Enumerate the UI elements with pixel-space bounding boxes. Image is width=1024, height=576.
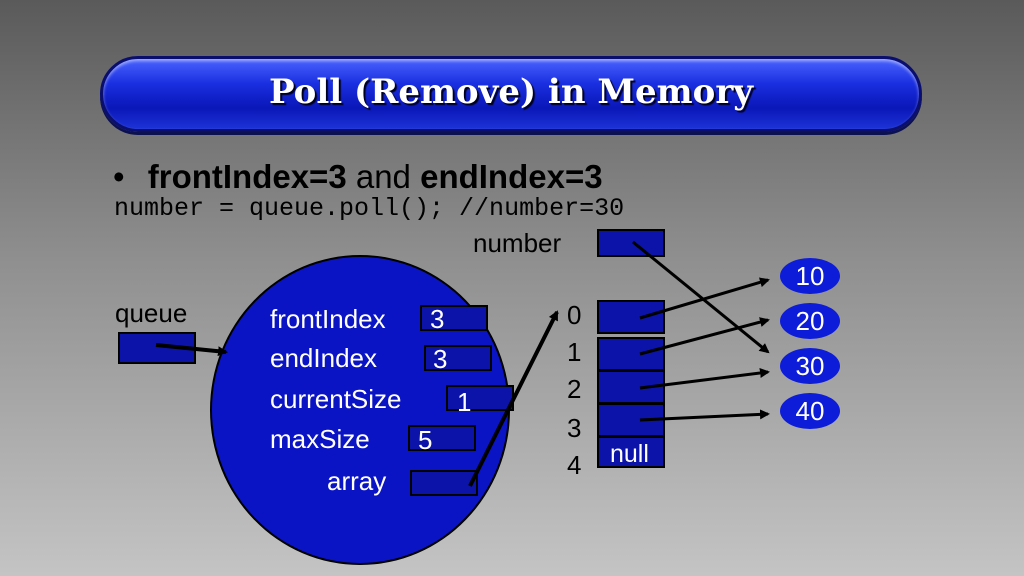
field-box-end-index	[424, 345, 492, 371]
field-value-max-size: 5	[418, 425, 433, 455]
arrow-cell2-to-30	[639, 368, 770, 390]
value-node-30: 30	[780, 348, 840, 384]
field-box-front-index	[420, 305, 488, 331]
value-node-40: 40	[780, 393, 840, 429]
bullet-and: and	[346, 158, 421, 195]
code-line: number = queue.poll(); //number=30	[114, 194, 625, 223]
array-null-label: null	[610, 440, 649, 468]
bullet-end-index: endIndex=3	[420, 158, 603, 195]
arrow-queue-to-object	[155, 343, 228, 357]
array-cell-0	[597, 300, 665, 334]
arrow-number-to-30	[632, 240, 770, 354]
array-index-2: 2	[567, 374, 582, 404]
arrow-cell0-to-10	[639, 277, 770, 320]
arrow-array-to-cells	[468, 310, 559, 487]
field-label-array: array	[327, 466, 387, 496]
slide-title: Poll (Remove) in Memory	[268, 72, 753, 112]
field-label-max-size: maxSize	[270, 424, 370, 454]
field-box-array	[410, 470, 478, 496]
arrow-cell3-to-40	[639, 409, 770, 422]
field-label-current-size: currentSize	[270, 384, 402, 414]
field-box-max-size	[408, 425, 476, 451]
bullet-line: • frontIndex=3 and endIndex=3	[113, 158, 603, 196]
number-label: number	[473, 228, 562, 258]
title-banner	[100, 56, 922, 132]
field-value-current-size: 1	[457, 387, 472, 417]
value-node-10: 10	[780, 258, 840, 294]
field-label-front-index: frontIndex	[270, 304, 386, 334]
field-label-end-index: endIndex	[270, 343, 377, 373]
array-index-1: 1	[567, 337, 582, 367]
number-box	[597, 229, 665, 257]
array-index-4: 4	[567, 450, 582, 480]
array-cell-1	[597, 337, 665, 371]
arrow-cell1-to-20	[639, 317, 770, 356]
field-value-end-index: 3	[433, 344, 448, 374]
field-value-front-index: 3	[430, 304, 445, 334]
bullet-front-index: frontIndex=3	[147, 158, 347, 195]
bullet-symbol: •	[113, 158, 125, 195]
queue-label: queue	[115, 298, 188, 328]
value-node-20: 20	[780, 303, 840, 339]
array-index-3: 3	[567, 413, 582, 443]
array-index-0: 0	[567, 300, 582, 330]
array-cell-4	[597, 436, 665, 468]
